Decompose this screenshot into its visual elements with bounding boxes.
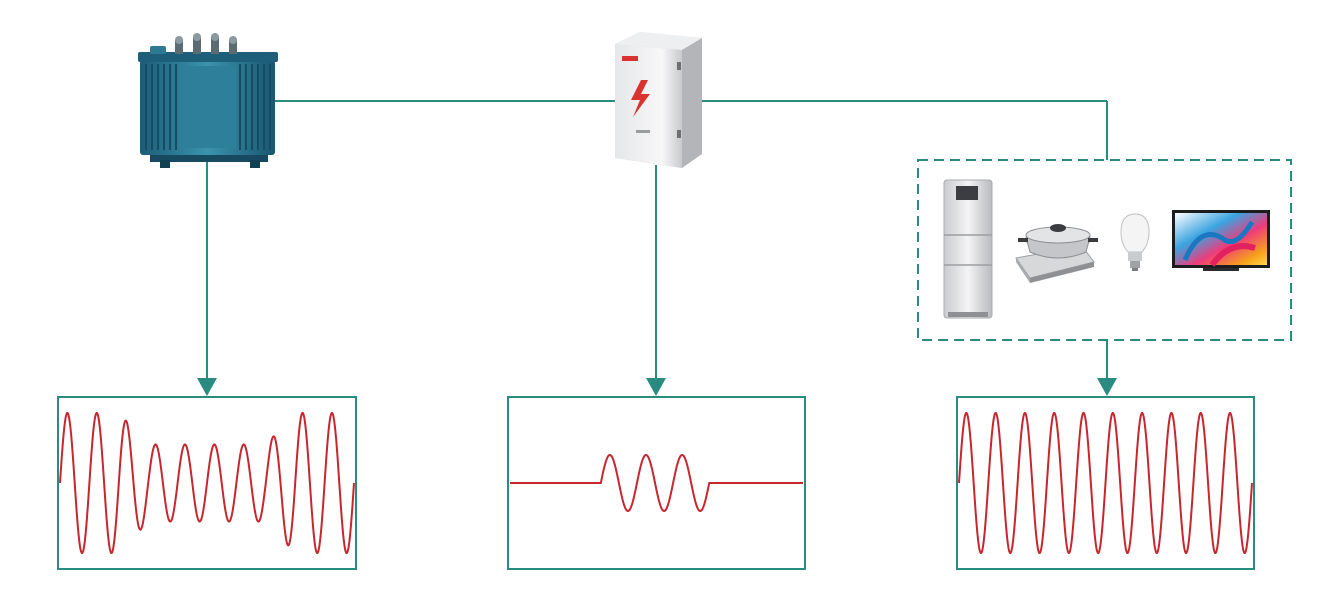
transformer-icon [138, 33, 278, 168]
waveform-panel-cabinet [507, 396, 806, 570]
television-icon [1172, 210, 1270, 271]
arrowhead-transformer [197, 378, 217, 396]
waveform-trace-cabinet [510, 453, 803, 513]
induction-cooker-icon [1015, 224, 1098, 283]
waveform-trace-loads [958, 412, 1253, 554]
waveform-trace-transformer [59, 412, 355, 554]
arrowhead-loads [1097, 378, 1117, 396]
lightning-symbol [631, 80, 650, 117]
waveform-panel-loads [956, 396, 1255, 570]
electrical-cabinet-icon [615, 32, 702, 168]
refrigerator-icon [943, 179, 993, 319]
arrowhead-cabinet [646, 378, 666, 396]
loads-group-box [917, 159, 1292, 341]
light-bulb-icon [1120, 213, 1150, 271]
connector-lines [197, 100, 1117, 396]
waveform-panel-transformer [57, 396, 357, 570]
